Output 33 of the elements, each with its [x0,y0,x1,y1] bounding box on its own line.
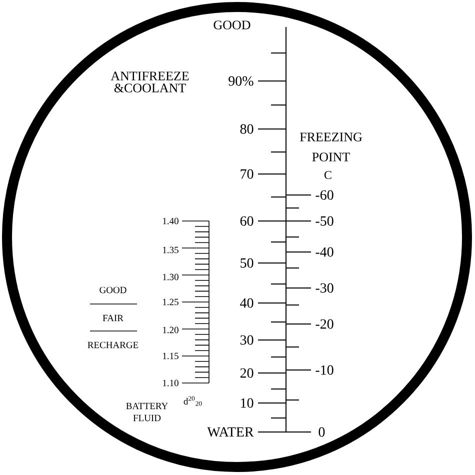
scale-label: ANTIFREEZE &COOLANT [110,72,189,92]
scale-label: 1.10 [163,380,178,386]
scale-label: FAIR [102,314,124,322]
scale-label: FREEZING [300,132,362,142]
scale-label: 40 [240,298,254,308]
scale-label: 70 [240,169,254,179]
scale-label: -60 [316,190,334,200]
scale-label: 90% [228,76,254,86]
scale-label: 1.30 [163,274,178,280]
scale-label: C [324,170,332,180]
scale-label: 1.20 [163,326,178,334]
scale-label: 50 [240,258,254,268]
scale-label: 1.40 [163,218,178,224]
scale-label: 1.35 [163,246,178,254]
scale-label: 80 [240,124,254,134]
scale-label: -30 [316,283,334,293]
scale-label: BATTERY FLUID [126,402,168,422]
scale-label: 30 [240,335,254,345]
scale-label: 1.25 [163,298,178,306]
scale-label: WATER [207,427,254,437]
scale-label: -40 [316,247,334,257]
scale-label: POINT [312,152,350,162]
scale-label: -20 [316,319,334,329]
scale-label: GOOD [100,286,126,294]
scale-label: -10 [316,365,334,375]
scale-label: GOOD [214,20,250,30]
scale-label: -50 [316,216,334,226]
scale-label: 10 [241,398,254,408]
scale-label: 20 [240,368,254,378]
scale-label: RECHARGE [88,342,138,348]
scale-label: 0 [318,427,325,437]
scale-label: 60 [240,216,254,226]
scale-label: 1.15 [163,352,178,360]
